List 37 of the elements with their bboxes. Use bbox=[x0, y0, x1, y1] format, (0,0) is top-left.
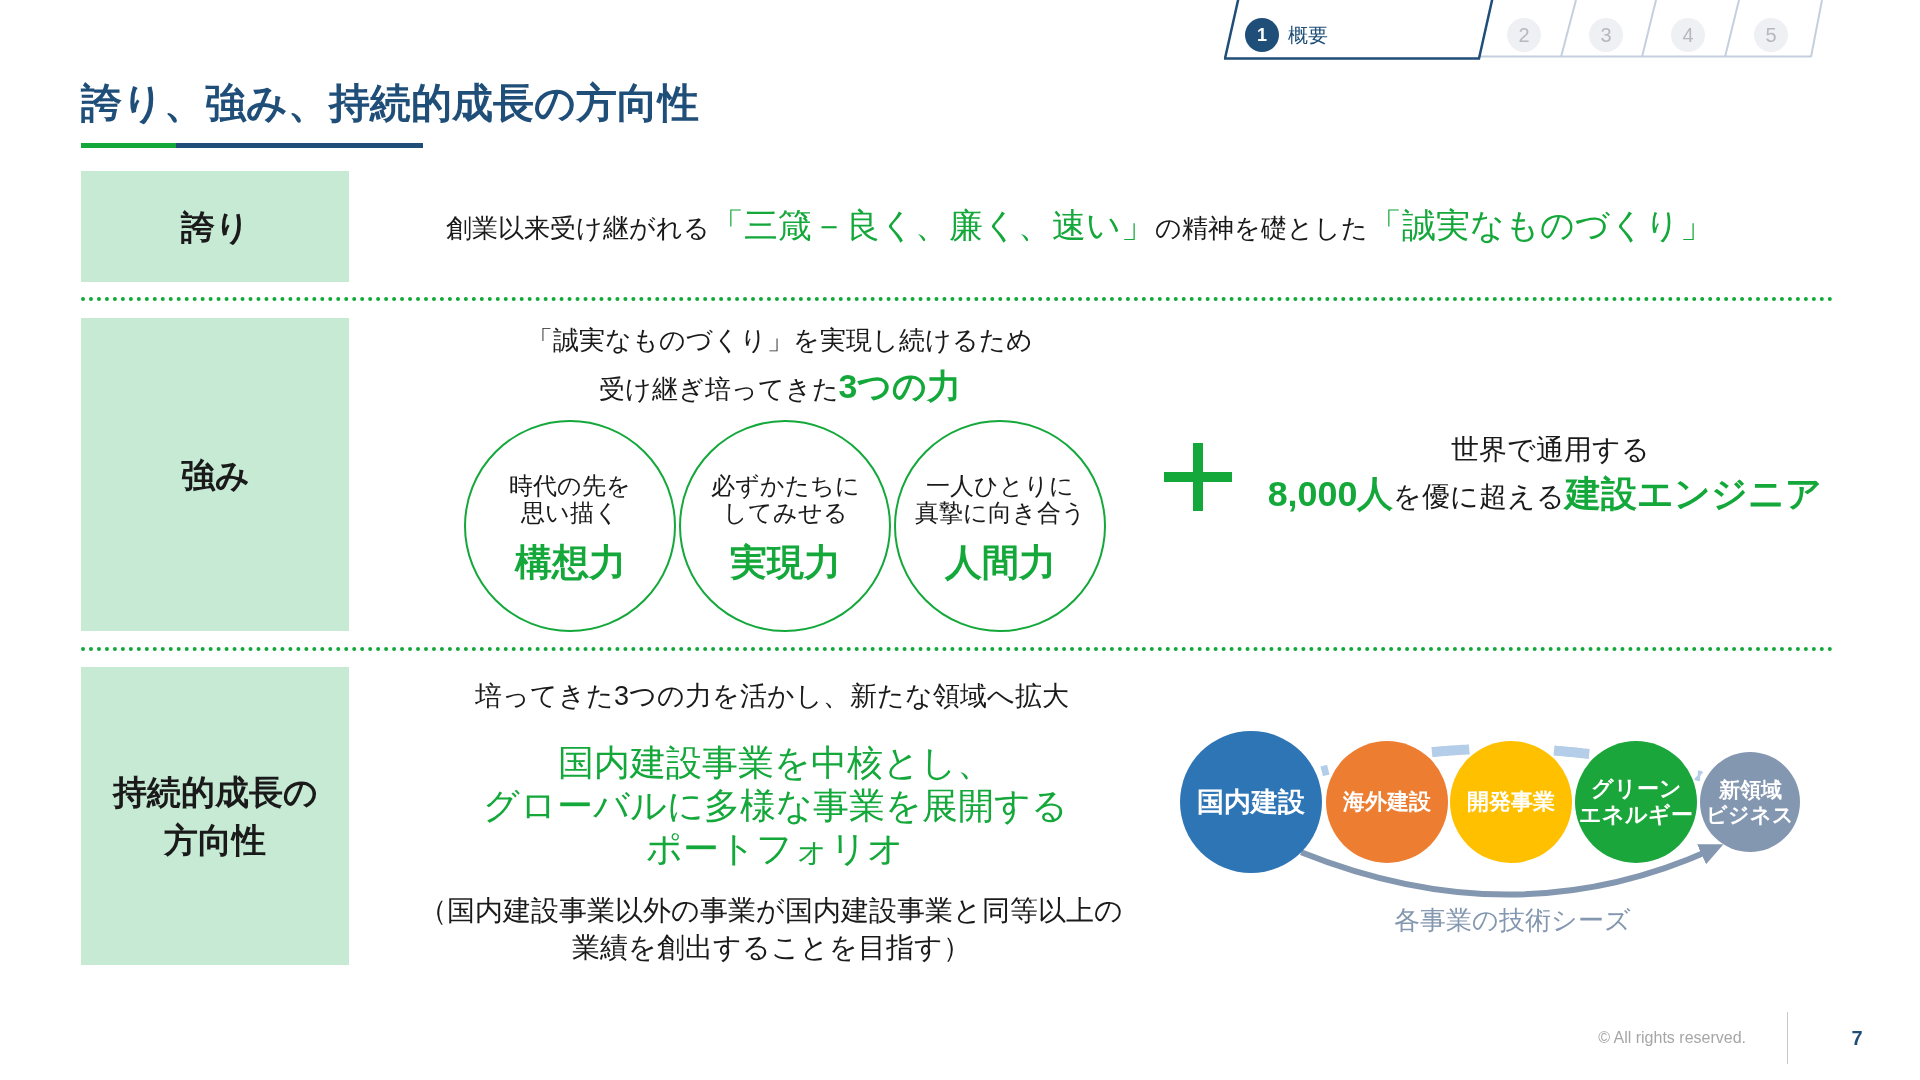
outlined-circle bbox=[464, 420, 676, 632]
outlined-circle bbox=[679, 420, 891, 632]
number-badge: 3 bbox=[1589, 18, 1623, 52]
subheading-text: 世界で通用する bbox=[1450, 433, 1650, 467]
heading-text: 「誠実なものづくり」を実現し続けるため受け継ぎ培ってきた3つの力 bbox=[527, 323, 1033, 407]
circle-title: 構想力 bbox=[514, 541, 626, 585]
heading-text: 培ってきた3つの力を活かし、新たな領域へ拡大 bbox=[475, 680, 1069, 713]
title: 誇り、強み、持続的成長の方向性 bbox=[81, 78, 699, 128]
row-header: 強み bbox=[81, 318, 349, 631]
arrow bbox=[1300, 843, 1724, 898]
page-number: 7 bbox=[1851, 1026, 1863, 1050]
outlined-circle bbox=[894, 420, 1106, 632]
filled-circle: 開発事業 bbox=[1450, 741, 1572, 863]
tab: 1 概要 bbox=[1224, 0, 1494, 60]
number-badge: 1 bbox=[1245, 18, 1279, 52]
circle-title: 実現力 bbox=[729, 541, 841, 585]
statement-text: 創業以来受け継がれる「三箴－良く、廉く、速い」の精神を礎とした「誠実なものづくり」 bbox=[446, 205, 1714, 246]
filled-circle: 新領域ビジネス bbox=[1700, 752, 1800, 852]
number-badge: 4 bbox=[1671, 18, 1705, 52]
connector-band bbox=[1692, 770, 1706, 782]
circle-title: 人間力 bbox=[944, 541, 1056, 585]
number-badge: 2 bbox=[1507, 18, 1541, 52]
row-header: 誇り bbox=[81, 171, 349, 282]
filled-circle: 国内建設 bbox=[1180, 731, 1322, 873]
copyright-text: © All rights reserved. bbox=[1598, 1029, 1746, 1047]
circle-caption: 時代の先を思い描く bbox=[509, 472, 631, 526]
filled-circle: 海外建設 bbox=[1326, 741, 1448, 863]
statement-text: 8,000人を優に超える建設エンジニア bbox=[1267, 472, 1823, 516]
number-badge: 5 bbox=[1754, 18, 1788, 52]
row-header: 持続的成長の方向性 bbox=[81, 667, 349, 965]
filled-circle: グリーンエネルギー bbox=[1575, 741, 1697, 863]
circle-caption: 一人ひとりに真摯に向き合う bbox=[914, 472, 1086, 526]
highlight-text: 国内建設事業を中核とし、グローバルに多様な事業を展開するポートフォリオ bbox=[482, 740, 1068, 870]
connector-band bbox=[1551, 745, 1592, 759]
note-text: （国内建設事業以外の事業が国内建設事業と同等以上の業績を創出することを目指す） bbox=[419, 894, 1123, 965]
connector-band bbox=[1429, 744, 1472, 758]
circle-caption: 必ずかたちにしてみせる bbox=[710, 472, 860, 526]
